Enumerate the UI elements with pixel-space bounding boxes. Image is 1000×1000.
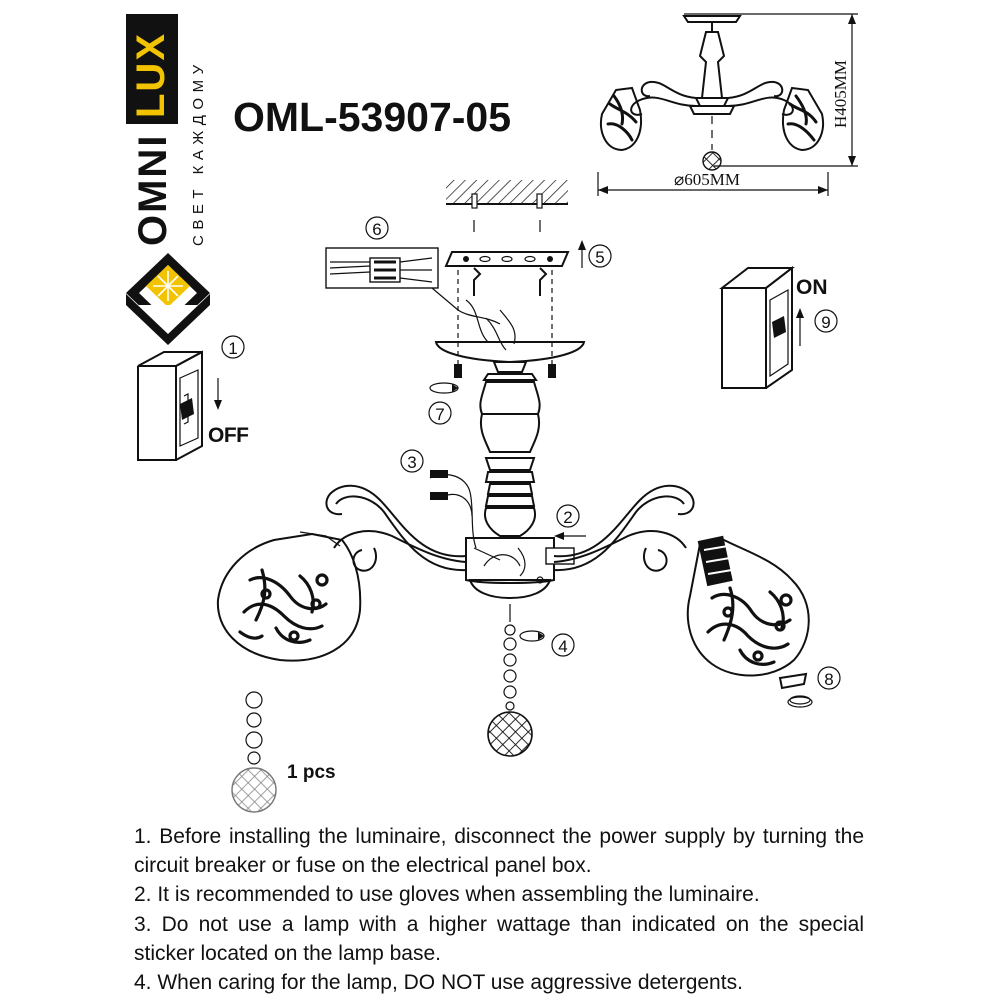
svg-text:4: 4 [558, 637, 567, 656]
fixture-body [429, 299, 586, 600]
spare-quantity-label: 1 pcs [287, 762, 336, 783]
switch-on-label: ON [796, 276, 828, 299]
logo-word-omni: OMNI [131, 134, 175, 246]
brand-logo: LUX OMNI СВЕТ КАЖДОМУ [126, 14, 210, 345]
pendant-crystal [487, 604, 533, 757]
ceiling-mount [444, 180, 586, 378]
instructions-list: 1. Before installing the luminaire, disc… [134, 822, 864, 997]
left-shade [216, 531, 362, 662]
step-badge-9: 9 [814, 309, 838, 333]
overview-fixture: H405MM ⌀605MM [597, 13, 858, 196]
instruction-item: 1. Before installing the luminaire, disc… [134, 825, 864, 878]
wire-connector [325, 247, 501, 325]
svg-text:2: 2 [563, 508, 572, 527]
rotate-arrow-icon [429, 382, 813, 708]
insert-arrow-icon [554, 532, 586, 540]
step-badge-5: 5 [588, 244, 612, 268]
svg-text:1: 1 [228, 339, 237, 358]
logo-black-box [126, 14, 178, 124]
instruction-item: 3. Do not use a lamp with a higher watta… [134, 912, 864, 965]
model-title: OML-53907-05 [233, 94, 511, 140]
right-shade [686, 535, 811, 705]
diameter-dimension-label: ⌀605MM [674, 170, 740, 189]
svg-text:5: 5 [595, 248, 604, 267]
svg-text:9: 9 [821, 313, 830, 332]
step-badge-8: 8 [817, 666, 841, 690]
step-badge-4: 4 [551, 633, 575, 657]
switch-off-label: OFF [208, 424, 249, 447]
switch-on: ON [719, 265, 828, 389]
step-badge-3: 3 [400, 449, 424, 473]
height-dimension-label: H405MM [831, 60, 850, 128]
instruction-item: 2. It is recommended to use gloves when … [134, 883, 760, 907]
switch-off: OFF [137, 350, 250, 461]
step-badge-1: 1 [221, 335, 245, 359]
logo-tagline: СВЕТ КАЖДОМУ [190, 59, 207, 246]
step-badge-6: 6 [365, 216, 389, 240]
svg-text:3: 3 [407, 453, 416, 472]
svg-text:7: 7 [435, 405, 444, 424]
step-badge-2: 2 [556, 504, 580, 528]
fixture-arms [325, 484, 695, 572]
spare-crystal: 1 pcs [231, 691, 336, 813]
instruction-item: 4. When caring for the lamp, DO NOT use … [134, 971, 743, 995]
logo-word-lux: LUX [129, 32, 173, 118]
svg-text:6: 6 [372, 220, 381, 239]
svg-text:8: 8 [824, 670, 833, 689]
logo-diamond-icon [126, 253, 210, 345]
step-badge-7: 7 [428, 401, 452, 425]
